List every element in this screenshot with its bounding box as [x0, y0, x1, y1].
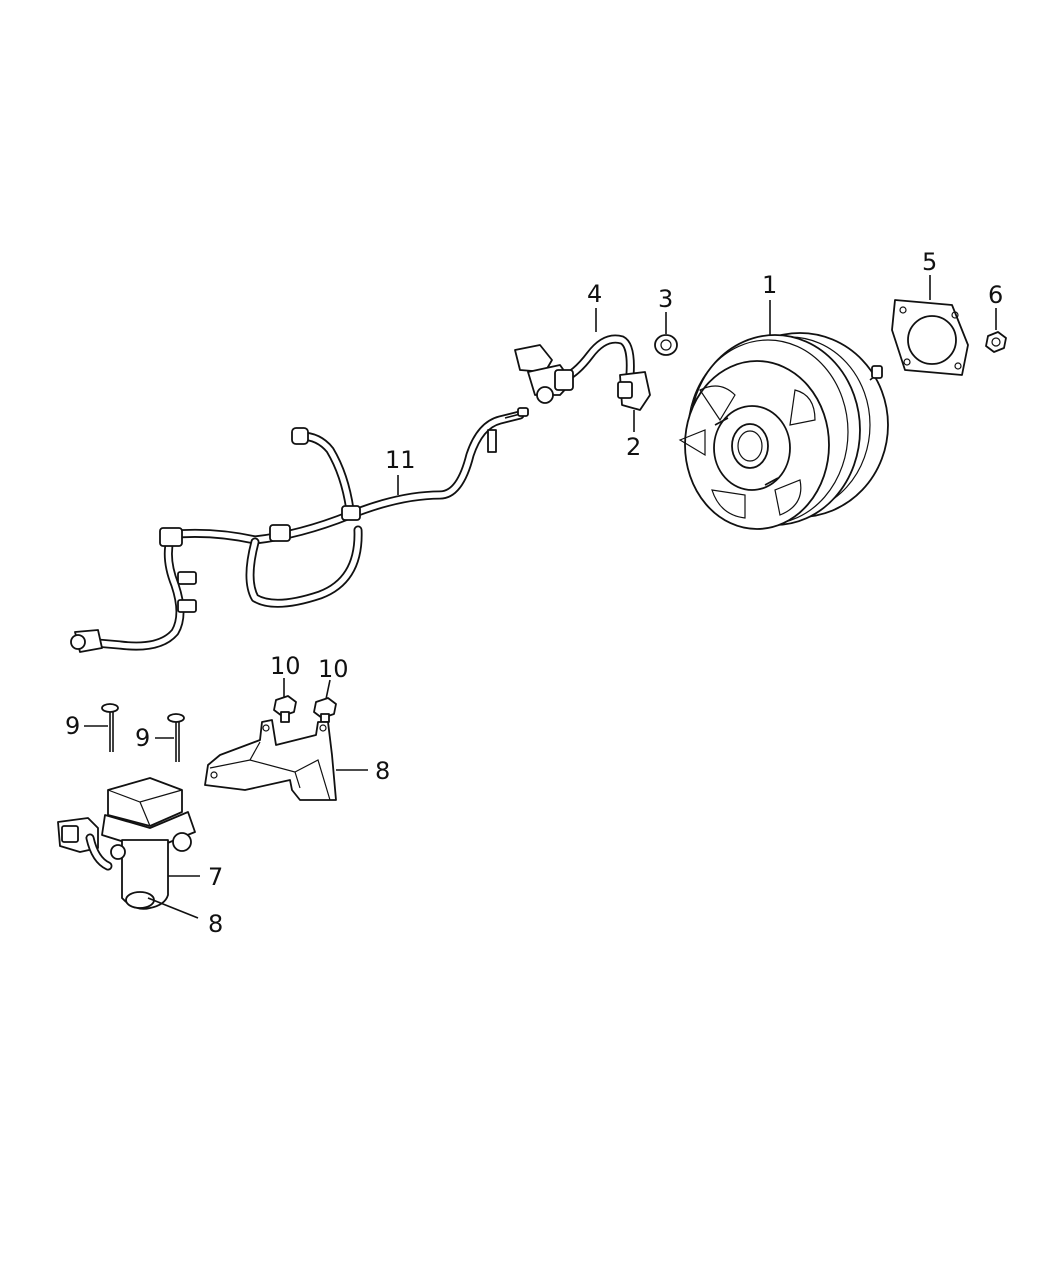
- bolt-9-right[interactable]: [167, 713, 185, 762]
- callout-2: 2: [626, 433, 641, 461]
- bolt-9-left[interactable]: [101, 703, 119, 752]
- grommet[interactable]: [654, 334, 678, 356]
- booster-gasket[interactable]: [891, 299, 969, 376]
- callout-4: 4: [587, 280, 602, 308]
- brake-booster[interactable]: [678, 332, 889, 530]
- callout-7: 7: [208, 863, 223, 891]
- callout-3: 3: [658, 285, 673, 313]
- callout-9b: 9: [135, 724, 150, 752]
- callout-1: 1: [762, 271, 777, 299]
- callout-5: 5: [922, 248, 937, 276]
- callout-8a: 8: [375, 757, 390, 785]
- bolt-10-right[interactable]: [313, 697, 337, 723]
- sensor-harness[interactable]: [514, 334, 635, 404]
- vacuum-pump[interactable]: [57, 777, 196, 910]
- vacuum-hose[interactable]: [70, 407, 529, 653]
- pump-bracket[interactable]: [204, 719, 337, 801]
- leader-8b: [147, 897, 199, 919]
- callout-10b: 10: [318, 655, 349, 683]
- vacuum-sensor[interactable]: [617, 371, 651, 411]
- leader-10b: [325, 679, 331, 700]
- booster-nut[interactable]: [985, 331, 1007, 353]
- callout-8b: 8: [208, 910, 223, 938]
- callout-6: 6: [988, 281, 1003, 309]
- callout-11: 11: [385, 446, 416, 474]
- bolt-10-left[interactable]: [273, 695, 297, 723]
- callout-10a: 10: [270, 652, 301, 680]
- callout-9a: 9: [65, 712, 80, 740]
